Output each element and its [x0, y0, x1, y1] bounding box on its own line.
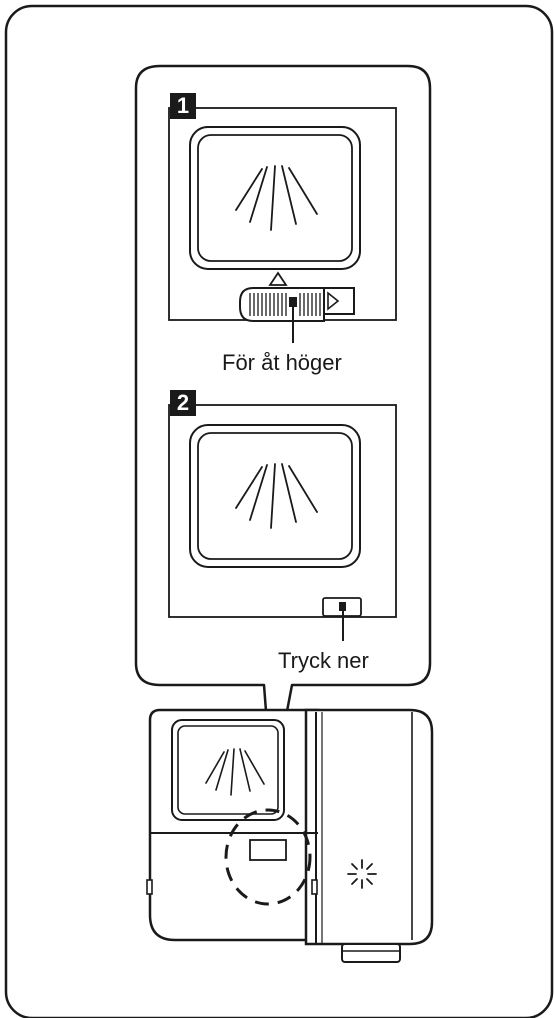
step-2-caption: Tryck ner: [278, 648, 369, 673]
step-1-caption: För åt höger: [222, 350, 342, 375]
dispenser-window-outer-2: [189, 424, 361, 568]
shine-lines-icon: [235, 165, 318, 231]
outer-frame: [4, 4, 554, 1018]
lid-latch: [341, 943, 401, 963]
shine-lines-icon-2: [235, 463, 318, 529]
shine-lines-icon-3: [205, 748, 265, 796]
highlight-circle: [224, 808, 312, 906]
dispenser-window-outer: [189, 126, 361, 270]
step-2-frame: [168, 404, 397, 618]
dispenser-assembly: [146, 708, 434, 963]
dispenser-window-inner: [197, 134, 353, 262]
dispenser-lid: [304, 708, 434, 946]
step-2-badge: 2: [170, 390, 196, 416]
step-1-badge: 1: [170, 93, 196, 119]
sparkle-icon: [347, 859, 377, 889]
step-1-panel: [168, 107, 397, 343]
rinse-aid-cap-icon: [239, 287, 355, 322]
dispenser-window-inner-2: [197, 432, 353, 560]
callout-bubble: [134, 64, 432, 792]
step-2-panel: [168, 404, 397, 641]
alignment-triangle-icon: [268, 271, 288, 286]
